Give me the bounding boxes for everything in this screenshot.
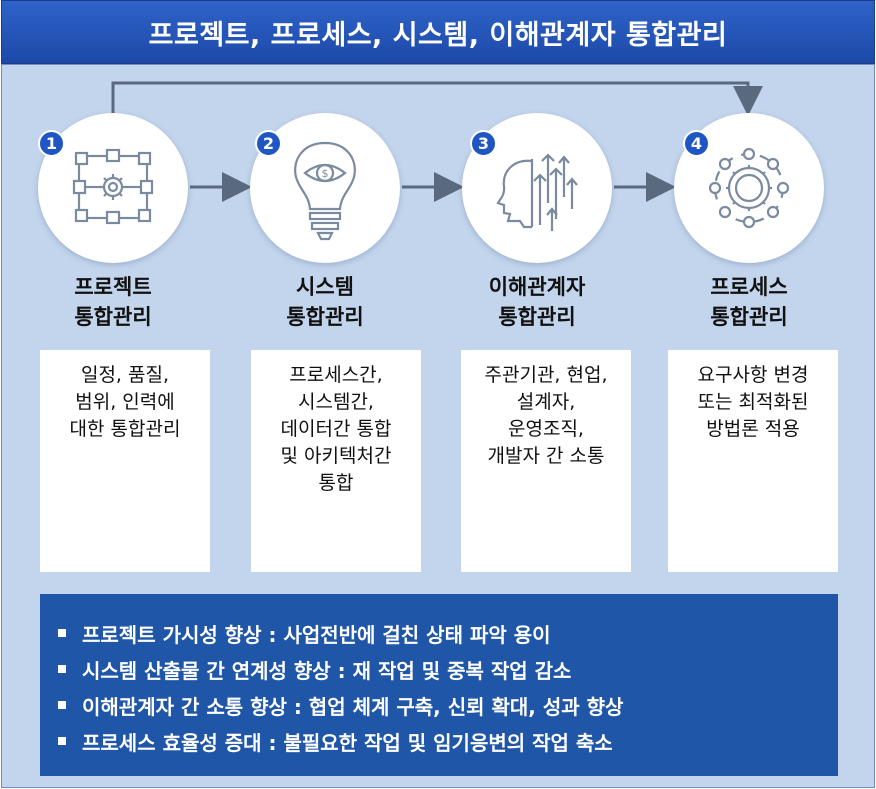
lightbulb-dollar-icon: $: [294, 141, 356, 241]
summary-box: 프로젝트 가시성 향상 : 사업전반에 걸친 상태 파악 용이 시스템 산출물 …: [40, 594, 838, 776]
summary-item: 시스템 산출물 간 연계성 향상 : 재 작업 및 중복 작업 감소: [40, 651, 838, 687]
step-2-title-line: 시스템: [296, 275, 354, 299]
bullet-icon: [58, 737, 66, 745]
step-1-title-line: 프로젝트: [74, 275, 152, 299]
step-1-title-line: 통합관리: [74, 305, 152, 329]
step-4-title-line: 프로세스: [710, 275, 788, 299]
step-3-title-line: 이해관계자: [488, 275, 586, 299]
description-line: 대한 통합관리: [69, 418, 181, 440]
description-line: 개발자 간 소통: [487, 445, 605, 467]
description-line: 일정, 품질,: [80, 364, 170, 386]
title-banner: 프로젝트, 프로세스, 시스템, 이해관계자 통합관리: [1, 0, 875, 64]
page-title: 프로젝트, 프로세스, 시스템, 이해관계자 통합관리: [148, 19, 728, 51]
description-line: 통합: [318, 472, 354, 494]
step-1-description-box: 일정, 품질, 범위, 인력에 대한 통합관리: [40, 350, 210, 572]
description-line: 프로세스간,: [289, 364, 383, 386]
description-line: 방법론 적용: [706, 418, 800, 440]
summary-text: 시스템 산출물 간 연계성 향상 : 재 작업 및 중복 작업 감소: [82, 658, 572, 683]
description-line: 데이터간 통합: [280, 418, 392, 440]
summary-item: 프로세스 효율성 증대 : 불필요한 작업 및 임기응변의 작업 축소: [40, 723, 838, 759]
step-1-title: 프로젝트 통합관리: [13, 272, 213, 332]
summary-text: 프로젝트 가시성 향상 : 사업전반에 걸친 상태 파악 용이: [82, 622, 551, 647]
bullet-icon: [58, 665, 66, 673]
svg-text:$: $: [322, 167, 329, 180]
description-line: 및 아키텍처간: [280, 445, 392, 467]
step-4-description-box: 요구사항 변경 또는 최적화된 방법론 적용: [668, 350, 838, 572]
loop-arrow: [111, 81, 763, 117]
description-line: 시스템간,: [298, 391, 374, 413]
step-3-number-badge: 3: [470, 130, 497, 157]
step-3-title-line: 통합관리: [498, 305, 576, 329]
step-4-title: 프로세스 통합관리: [649, 272, 849, 332]
description-line: 주관기관, 현업,: [484, 364, 608, 386]
description-line: 설계자,: [516, 391, 576, 413]
summary-text: 프로세스 효율성 증대 : 불필요한 작업 및 임기응변의 작업 축소: [82, 730, 613, 755]
summary-text: 이해관계자 간 소통 향상 : 협업 체계 구축, 신뢰 확대, 성과 향상: [82, 694, 624, 719]
step-3-title: 이해관계자 통합관리: [437, 272, 637, 332]
description-line: 또는 최적화된: [697, 391, 809, 413]
summary-item: 이해관계자 간 소통 향상 : 협업 체계 구축, 신뢰 확대, 성과 향상: [40, 687, 838, 723]
step-2-description-box: 프로세스간, 시스템간, 데이터간 통합 및 아키텍처간 통합: [251, 350, 421, 572]
step-4-number-badge: 4: [683, 130, 710, 157]
description-line: 운영조직,: [508, 418, 584, 440]
process-network-icon: [72, 148, 154, 225]
bullet-icon: [58, 629, 66, 637]
step-3-description-box: 주관기관, 현업, 설계자, 운영조직, 개발자 간 소통: [461, 350, 631, 572]
gear-cycle-icon: [708, 147, 790, 229]
step-2-title-line: 통합관리: [286, 305, 364, 329]
description-line: 범위, 인력에: [75, 391, 175, 413]
step-2-title: 시스템 통합관리: [225, 272, 425, 332]
summary-item: 프로젝트 가시성 향상 : 사업전반에 걸친 상태 파악 용이: [40, 615, 838, 651]
bullet-icon: [58, 701, 66, 709]
step-1-number-badge: 1: [38, 130, 65, 157]
step-4-title-line: 통합관리: [710, 305, 788, 329]
head-arrows-icon: [496, 153, 578, 231]
step-2-number-badge: 2: [255, 130, 282, 157]
description-line: 요구사항 변경: [697, 364, 809, 386]
